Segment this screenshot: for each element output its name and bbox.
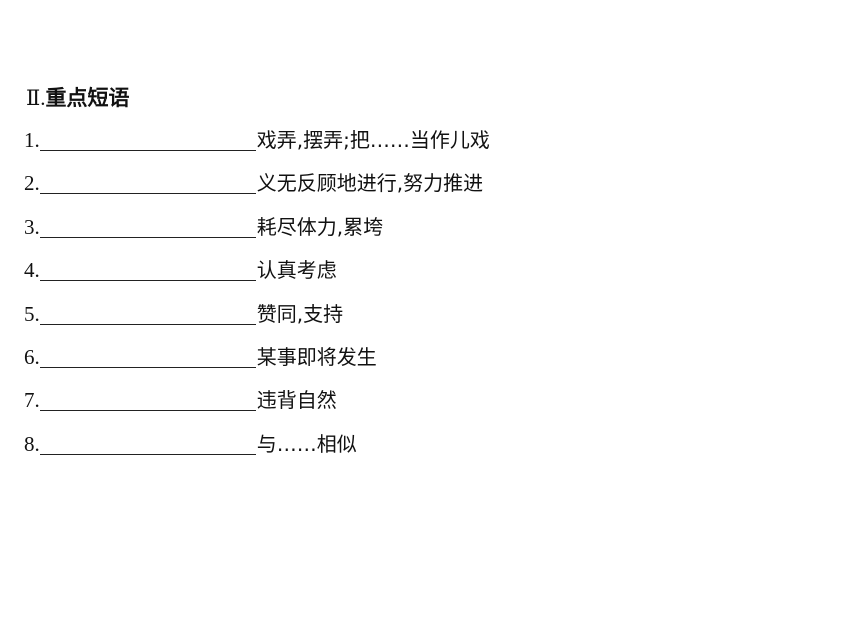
item-meaning: 耗尽体力,累垮 <box>256 214 384 239</box>
section-title: 重点短语 <box>45 86 130 110</box>
item-meaning: 戏弄,摆弄;把……当作儿戏 <box>256 128 490 152</box>
answer-blank[interactable] <box>39 256 256 282</box>
list-item: 5. 赞同,支持 <box>24 300 490 343</box>
answer-blank[interactable] <box>39 386 256 412</box>
answer-blank[interactable] <box>39 343 256 368</box>
item-number: 5. <box>24 301 40 326</box>
section-heading: Ⅱ.重点短语 <box>26 84 130 112</box>
item-number: 8. <box>24 431 40 456</box>
answer-blank[interactable] <box>39 169 256 195</box>
answer-blank[interactable] <box>39 430 256 455</box>
list-item: 8. 与……相似 <box>24 430 490 473</box>
item-number: 4. <box>24 258 40 283</box>
list-item: 3. 耗尽体力,累垮 <box>24 213 490 256</box>
list-item: 2. 义无反顾地进行,努力推进 <box>24 169 490 212</box>
item-meaning: 与……相似 <box>256 431 357 456</box>
item-number: 6. <box>24 344 40 369</box>
item-meaning: 违背自然 <box>256 388 337 413</box>
item-meaning: 义无反顾地进行,努力推进 <box>256 171 484 196</box>
list-item: 7. 违背自然 <box>24 386 490 429</box>
section-numeral: Ⅱ. <box>26 86 46 110</box>
phrase-list: 1. 戏弄,摆弄;把……当作儿戏 2. 义无反顾地进行,努力推进 3. 耗尽体力… <box>24 126 490 473</box>
item-number: 7. <box>24 388 40 413</box>
item-number: 2. <box>24 171 40 196</box>
item-meaning: 认真考虑 <box>256 258 337 283</box>
answer-blank[interactable] <box>39 213 256 238</box>
answer-blank[interactable] <box>39 126 256 151</box>
list-item: 4. 认真考虑 <box>24 256 490 299</box>
list-item: 1. 戏弄,摆弄;把……当作儿戏 <box>24 126 490 169</box>
item-number: 3. <box>24 214 40 239</box>
item-meaning: 赞同,支持 <box>256 301 344 326</box>
answer-blank[interactable] <box>39 300 256 325</box>
item-meaning: 某事即将发生 <box>256 344 377 369</box>
list-item: 6. 某事即将发生 <box>24 343 490 386</box>
item-number: 1. <box>24 128 40 152</box>
